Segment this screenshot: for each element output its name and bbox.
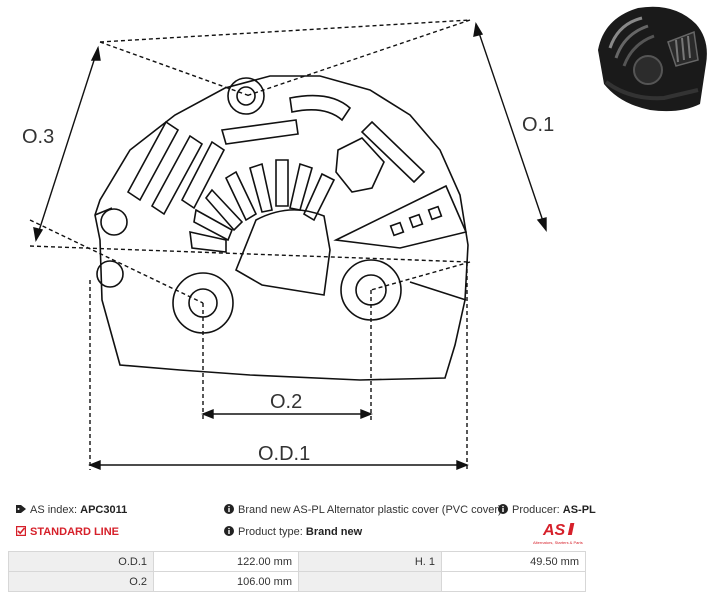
logo-tagline: Alternators, Starters & Parts: [533, 540, 583, 545]
product-type: Product type: Brand new: [224, 525, 362, 539]
as-pl-logo: AS Alternators, Starters & Parts: [533, 522, 583, 545]
spec-label: O.D.1: [8, 551, 154, 572]
as-index: AS index: APC3011: [16, 503, 127, 517]
table-row: O.2 106.00 mm: [8, 571, 586, 592]
table-row: O.D.1 122.00 mm H. 1 49.50 mm: [8, 551, 586, 572]
info-icon: [224, 504, 234, 514]
label-od1: O.D.1: [258, 443, 310, 465]
as-index-label: AS index:: [30, 504, 78, 516]
producer-label: Producer:: [512, 504, 560, 516]
tag-icon: [16, 505, 26, 513]
spec-label: O.2: [8, 571, 154, 592]
info-icon: [498, 504, 508, 514]
spec-value: 106.00 mm: [153, 571, 299, 592]
cover-outline: [94, 75, 469, 381]
label-o2: O.2: [270, 391, 302, 413]
spec-label: [298, 571, 442, 592]
info-icon: [224, 526, 234, 536]
logo-text: AS: [542, 522, 566, 539]
spec-value: 122.00 mm: [153, 551, 299, 572]
product-type-value: Brand new: [305, 526, 363, 538]
standard-line-label: STANDARD LINE: [30, 526, 120, 538]
spec-table: O.D.1 122.00 mm H. 1 49.50 mm O.2 106.00…: [8, 551, 586, 592]
checkbox-icon: [16, 526, 26, 536]
description-text: Brand new AS-PL Alternator plastic cover…: [238, 504, 502, 516]
spec-label: H. 1: [298, 551, 442, 572]
label-o1: O.1: [522, 114, 554, 136]
standard-line: STANDARD LINE: [16, 525, 119, 539]
spec-value: 49.50 mm: [441, 551, 586, 572]
product-type-label: Product type:: [238, 526, 303, 538]
label-o3: O.3: [22, 126, 54, 148]
description: Brand new AS-PL Alternator plastic cover…: [224, 503, 502, 517]
product-photo: [598, 6, 707, 112]
producer-value: AS-PL: [562, 504, 596, 516]
producer: Producer: AS-PL: [498, 503, 596, 517]
technical-drawing: O.3 O.1 O.2 O.D.1: [22, 19, 554, 471]
spec-value: [441, 571, 586, 592]
as-index-value: APC3011: [80, 504, 128, 516]
